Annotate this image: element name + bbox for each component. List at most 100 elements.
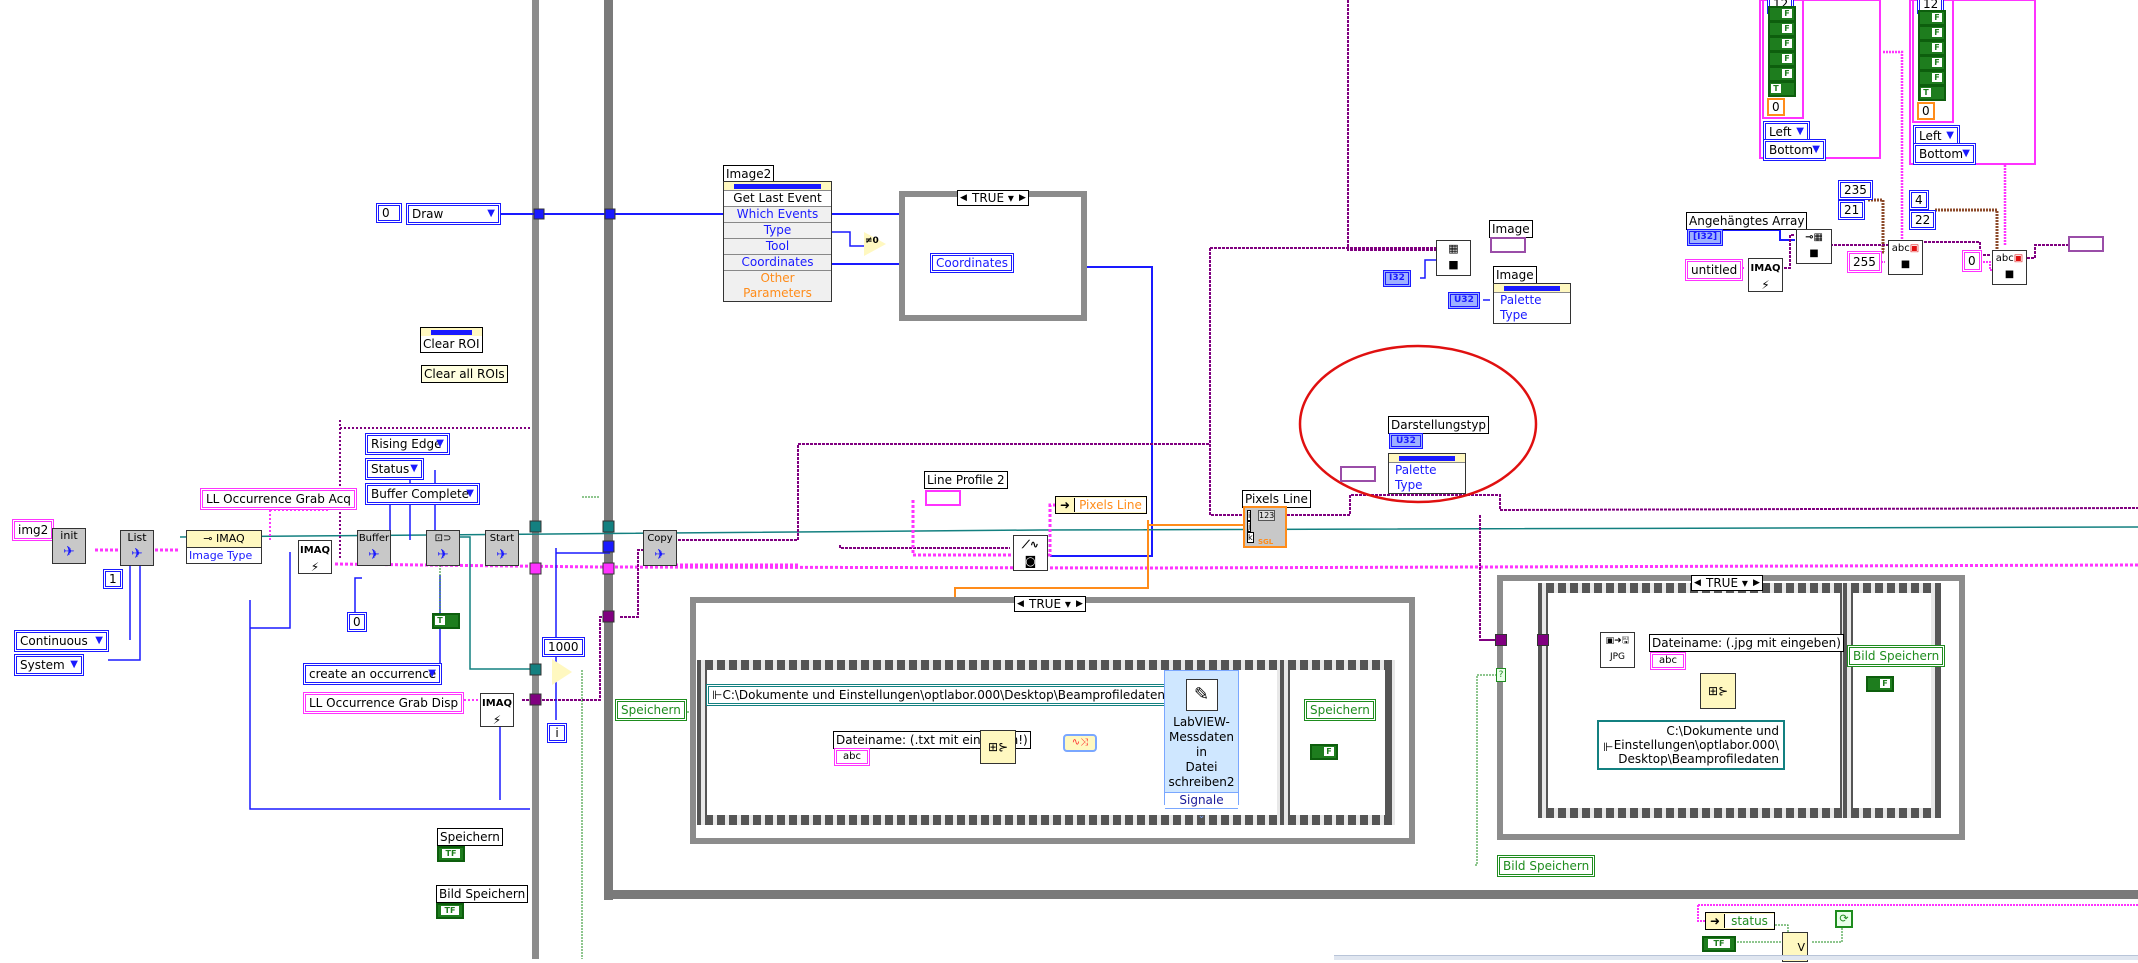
horizontal-scrollbar[interactable] bbox=[1334, 955, 2138, 960]
case-selector-save[interactable]: ◀ TRUE ▾ ▶ bbox=[1014, 596, 1086, 612]
speichern-false-case[interactable]: Speichern bbox=[1304, 699, 1376, 721]
timeout-constant[interactable]: 1000 bbox=[542, 637, 585, 657]
continuous-enum[interactable]: Continuous ▼ bbox=[14, 630, 109, 652]
prop-tool[interactable]: Tool bbox=[724, 238, 831, 254]
loop-condition-icon[interactable]: ⟳ bbox=[1835, 910, 1853, 928]
img2-constant[interactable]: img2 bbox=[12, 519, 55, 541]
start-vi[interactable]: Start ✈ bbox=[485, 530, 519, 566]
constant-zero[interactable]: 0 bbox=[347, 612, 367, 632]
create-occurrence-enum[interactable]: create an occurrence ▼ bbox=[303, 663, 442, 685]
imaq-occurrence-vi[interactable]: IMAQ⚡ bbox=[298, 540, 332, 574]
case-selector-jpg[interactable]: ◀ TRUE ▾ ▶ bbox=[1691, 575, 1763, 591]
i32-array-control[interactable]: [I32] bbox=[1687, 229, 1724, 246]
stop-control[interactable]: TF bbox=[1702, 936, 1736, 952]
array-2-offset[interactable]: 0 bbox=[1917, 102, 1935, 120]
false-constant-jpg[interactable]: F bbox=[1866, 676, 1894, 692]
signale-input[interactable]: Signale bbox=[1165, 792, 1238, 809]
image-type-terminal[interactable]: Image Type bbox=[189, 549, 253, 562]
pixels-line-local-variable[interactable]: ➜Pixels Line bbox=[1055, 496, 1147, 514]
bool-array-element[interactable]: F bbox=[1918, 25, 1946, 41]
i32-constant[interactable]: I32 bbox=[1383, 270, 1411, 287]
value-4[interactable]: 4 bbox=[1909, 190, 1929, 210]
not-equal-zero-node[interactable] bbox=[864, 232, 886, 256]
copy-vi[interactable]: Copy ✈ bbox=[643, 530, 677, 566]
bool-array-element[interactable]: F bbox=[1768, 51, 1796, 67]
draw-enum[interactable]: Draw ▼ bbox=[406, 203, 501, 225]
path-constant[interactable]: ⊩C:\Dokumente und Einstellungen\optlabor… bbox=[706, 684, 1171, 706]
pixels-line-indicator[interactable]: i j k 123 SGL bbox=[1243, 506, 1287, 548]
clear-roi-control[interactable]: Clear ROI bbox=[420, 327, 483, 353]
set-palette-vi[interactable]: ▦■ bbox=[1436, 240, 1471, 276]
coordinates-indicator[interactable]: Coordinates bbox=[930, 253, 1015, 273]
bool-array-element[interactable]: T bbox=[1918, 85, 1946, 101]
expand-icon[interactable]: ⌄ bbox=[1197, 811, 1206, 821]
image2-property-node[interactable]: Get Last Event Which Events Type Tool Co… bbox=[723, 181, 832, 302]
list-vi[interactable]: List ✈ bbox=[120, 530, 154, 566]
speichern-terminal[interactable]: TF bbox=[437, 846, 465, 862]
occurrence-config-vi[interactable]: ⊡⊃ ✈ bbox=[426, 530, 460, 566]
array-to-image-vi[interactable]: ⊸▦■ bbox=[1796, 229, 1832, 264]
rising-edge-enum[interactable]: Rising Edge ▼ bbox=[365, 433, 450, 455]
bool-array-element[interactable]: F bbox=[1918, 10, 1946, 26]
bool-array-element[interactable]: T bbox=[1768, 81, 1796, 97]
imaq-create-node[interactable]: ⊸ IMAQ Image Type bbox=[186, 530, 262, 564]
status-enum[interactable]: Status ▼ bbox=[365, 458, 424, 480]
bool-array-element[interactable]: F bbox=[1918, 70, 1946, 86]
bool-array-element[interactable]: F bbox=[1768, 36, 1796, 52]
buffer-complete-enum[interactable]: Buffer Complete ▼ bbox=[365, 483, 480, 505]
draw-enum-index[interactable]: 0 bbox=[376, 203, 402, 223]
imaq-create-vi-right[interactable]: IMAQ⚡ bbox=[1748, 258, 1783, 292]
overlay-text-vi-2[interactable]: abc▣■ bbox=[1992, 250, 2027, 285]
bool-array-element[interactable]: F bbox=[1768, 21, 1796, 37]
constant-one[interactable]: 1 bbox=[103, 569, 123, 589]
untitled-constant[interactable]: untitled bbox=[1685, 259, 1744, 281]
array-1-offset[interactable]: 0 bbox=[1767, 98, 1785, 116]
bool-array-element[interactable]: F bbox=[1918, 55, 1946, 71]
darstellungstyp-u32[interactable]: U32 bbox=[1389, 433, 1423, 449]
jpg-path-constant[interactable]: ⊩ C:\Dokumente und Einstellungen\optlabo… bbox=[1597, 720, 1785, 770]
line-profile-vi[interactable]: ⟋∿◙ bbox=[1013, 535, 1048, 571]
bild-speichern-terminal[interactable]: TF bbox=[436, 903, 464, 919]
false-constant[interactable]: F bbox=[1310, 744, 1338, 760]
prop-type[interactable]: Type bbox=[724, 222, 831, 238]
value-0[interactable]: 0 bbox=[1962, 250, 1982, 272]
prop-palette-type[interactable]: Palette Type bbox=[1494, 292, 1570, 323]
write-measurement-file-express-vi[interactable]: ✎ LabVIEW- Messdaten in Datei schreiben2… bbox=[1164, 670, 1239, 821]
jpg-sequence-frame-1[interactable] bbox=[1538, 583, 1850, 818]
image-out-terminal[interactable] bbox=[2068, 236, 2104, 252]
dateiname-control[interactable]: abc bbox=[834, 748, 870, 766]
prop-which-events[interactable]: Which Events bbox=[724, 206, 831, 222]
build-path-node[interactable]: ⊞⊱ bbox=[980, 730, 1016, 764]
bool-array-element[interactable]: F bbox=[1768, 66, 1796, 82]
save-sequence-frame-2[interactable] bbox=[1280, 660, 1395, 825]
prop-palette-type[interactable]: Palette Type bbox=[1389, 462, 1465, 493]
bool-array-element[interactable]: F bbox=[1768, 6, 1796, 22]
compare-node[interactable] bbox=[552, 659, 572, 685]
value-255[interactable]: 255 bbox=[1847, 251, 1882, 273]
bottom-enum-2[interactable]: Bottom ▼ bbox=[1913, 143, 1976, 165]
bild-speichern-control[interactable]: Bild Speichern bbox=[1497, 855, 1596, 877]
prop-get-last-event[interactable]: Get Last Event bbox=[724, 190, 831, 206]
dateiname-jpg-control[interactable]: abc bbox=[1650, 652, 1686, 670]
bool-array-element[interactable]: F bbox=[1918, 40, 1946, 56]
write-jpg-vi[interactable]: ▣➜🖫JPG bbox=[1600, 632, 1635, 668]
value-22[interactable]: 22 bbox=[1909, 210, 1937, 230]
buffer-vi[interactable]: Buffer ✈ bbox=[357, 530, 391, 566]
bottom-enum-1[interactable]: Bottom ▼ bbox=[1763, 139, 1826, 161]
speichern-control[interactable]: Speichern bbox=[615, 699, 687, 721]
prop-other-parameters[interactable]: Other Parameters bbox=[724, 270, 831, 301]
build-path-node-jpg[interactable]: ⊞⊱ bbox=[1700, 673, 1736, 709]
bool-true-constant[interactable]: T bbox=[432, 613, 460, 629]
image-reference-terminal[interactable] bbox=[1340, 466, 1376, 482]
case-selector-top[interactable]: ◀ TRUE ▾ ▶ bbox=[957, 190, 1029, 206]
imaq-disp-vi[interactable]: IMAQ⚡ bbox=[480, 693, 514, 727]
line-profile-terminal[interactable] bbox=[925, 490, 961, 506]
value-21[interactable]: 21 bbox=[1838, 200, 1866, 220]
prop-coordinates[interactable]: Coordinates bbox=[724, 254, 831, 270]
ll-occurrence-grab-acq[interactable]: LL Occurrence Grab Acq bbox=[200, 488, 357, 510]
image-indicator-1[interactable] bbox=[1490, 237, 1526, 253]
palette-type-property-node[interactable]: Palette Type bbox=[1388, 453, 1466, 494]
jpg-sequence-frame-2[interactable] bbox=[1843, 583, 1941, 818]
status-unbundle[interactable]: ➜status bbox=[1705, 912, 1775, 930]
bild-speichern-false-case[interactable]: Bild Speichern bbox=[1847, 645, 1946, 667]
